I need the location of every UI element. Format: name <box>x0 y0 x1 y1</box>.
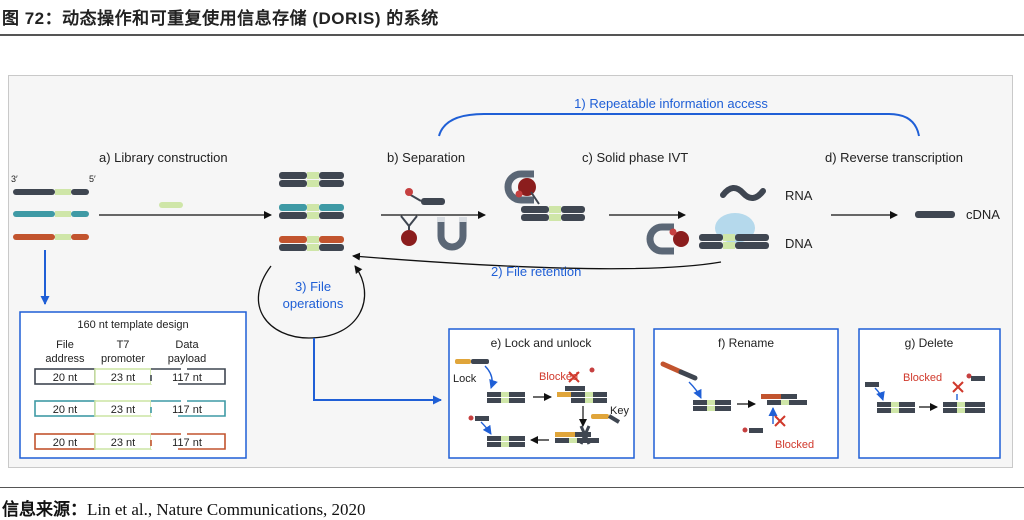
dsdna-dark <box>279 172 344 187</box>
header-file-line1: File <box>56 339 74 351</box>
ivt-template-dsdna <box>699 234 769 249</box>
library-strand-orange <box>13 234 89 240</box>
delete-title: g) Delete <box>905 336 954 350</box>
locked-dsdna <box>557 386 607 403</box>
lock-bind-arrow <box>484 365 498 389</box>
primer-fragment <box>159 202 183 208</box>
delete-blocked-label: Blocked <box>903 372 942 384</box>
lock-blocked-label: Blocked <box>539 371 578 383</box>
file-retention-label: 2) File retention <box>491 264 581 279</box>
row2-promoter: 23 nt <box>111 404 135 416</box>
rename-target-dsdna <box>693 400 731 411</box>
ivt-magnet <box>646 223 689 255</box>
delete-block-x-icon <box>952 381 964 393</box>
five-prime-label: 5′ <box>89 174 96 184</box>
cdna-strand <box>915 211 955 218</box>
dsdna-teal <box>279 204 344 219</box>
row2-address: 20 nt <box>53 404 77 416</box>
template-row-teal: 20 nt 23 nt 117 nt <box>34 400 226 417</box>
rename-bind-arrow <box>688 381 702 399</box>
header-t7-line2: promoter <box>101 353 145 365</box>
delete-bind-arrow <box>874 387 885 401</box>
dsdna-orange <box>279 236 344 251</box>
lock-block-x-icon <box>568 367 595 383</box>
header-t7-line1: T7 <box>117 339 130 351</box>
lock-strand <box>455 359 489 364</box>
bottom-rule <box>0 487 1024 488</box>
doris-diagram: 1) Repeatable information access a) Libr… <box>11 96 1001 459</box>
captured-dsdna <box>521 206 585 221</box>
rename-strand <box>660 361 698 381</box>
three-prime-label: 3′ <box>11 174 18 184</box>
header-data-line1: Data <box>175 339 199 351</box>
figure-title: 图 72：动态操作和可重复使用信息存储 (DORIS) 的系统 <box>2 9 439 28</box>
step-c-label: c) Solid phase IVT <box>582 150 688 165</box>
rename-block-x-icon <box>742 415 786 433</box>
library-strand-dark <box>13 189 89 195</box>
key-strand <box>591 414 621 424</box>
rna-label: RNA <box>785 188 813 203</box>
captured-bead-magnet <box>504 170 540 205</box>
repeatable-access-arc <box>438 113 920 137</box>
dna-label: DNA <box>785 236 813 251</box>
unlocked-complex <box>555 425 599 445</box>
top-rule <box>0 34 1024 36</box>
rna-wave <box>720 185 766 201</box>
released-dsdna <box>468 415 525 447</box>
delete-target-dsdna <box>877 402 915 413</box>
renamed-dsdna <box>761 394 807 405</box>
library-strand-teal <box>13 211 89 217</box>
header-data-line2: payload <box>168 353 207 365</box>
magnet-icon <box>437 217 467 251</box>
lock-label: Lock <box>453 373 477 385</box>
step-b-label: b) Separation <box>387 150 465 165</box>
source-label: 信息来源： <box>2 500 87 520</box>
rename-title: f) Rename <box>718 336 774 350</box>
lock-target-dsdna <box>487 392 525 403</box>
deleted-dsdna <box>943 373 985 413</box>
row3-payload: 117 nt <box>172 437 202 449</box>
file-ops-to-lock-arrow <box>313 338 442 405</box>
rename-box <box>653 328 839 459</box>
row3-promoter: 23 nt <box>111 437 135 449</box>
template-row-orange: 20 nt 23 nt 117 nt <box>34 433 226 450</box>
template-design-title: 160 nt template design <box>77 319 188 331</box>
rename-blocked-label: Blocked <box>775 439 814 451</box>
source-citation: Lin et al., Nature Communications, 2020 <box>87 500 366 519</box>
file-ops-label-line2: operations <box>283 296 344 311</box>
biotin-probe <box>405 188 445 205</box>
step-d-label: d) Reverse transcription <box>825 150 963 165</box>
delete-probe <box>865 382 879 387</box>
row3-address: 20 nt <box>53 437 77 449</box>
row1-promoter: 23 nt <box>111 372 135 384</box>
file-retention-arrow <box>352 252 722 270</box>
cdna-label: cDNA <box>966 207 1000 222</box>
figure-source: 信息来源：Lin et al., Nature Communications, … <box>2 495 366 520</box>
row2-payload: 117 nt <box>172 404 202 416</box>
lock-unlock-title: e) Lock and unlock <box>491 336 593 350</box>
step-a-label: a) Library construction <box>99 150 228 165</box>
template-row-dark: 20 nt 23 nt 117 nt <box>34 368 226 385</box>
header-file-line2: address <box>45 353 85 365</box>
file-ops-label-line1: 3) File <box>295 279 331 294</box>
file-ops-loop <box>257 265 366 339</box>
key-label: Key <box>610 405 629 417</box>
streptavidin-bead <box>400 215 418 246</box>
row1-payload: 117 nt <box>172 372 202 384</box>
diagram-panel: 1) Repeatable information access a) Libr… <box>8 75 1013 468</box>
repeatable-access-label: 1) Repeatable information access <box>574 96 768 111</box>
row1-address: 20 nt <box>53 372 77 384</box>
